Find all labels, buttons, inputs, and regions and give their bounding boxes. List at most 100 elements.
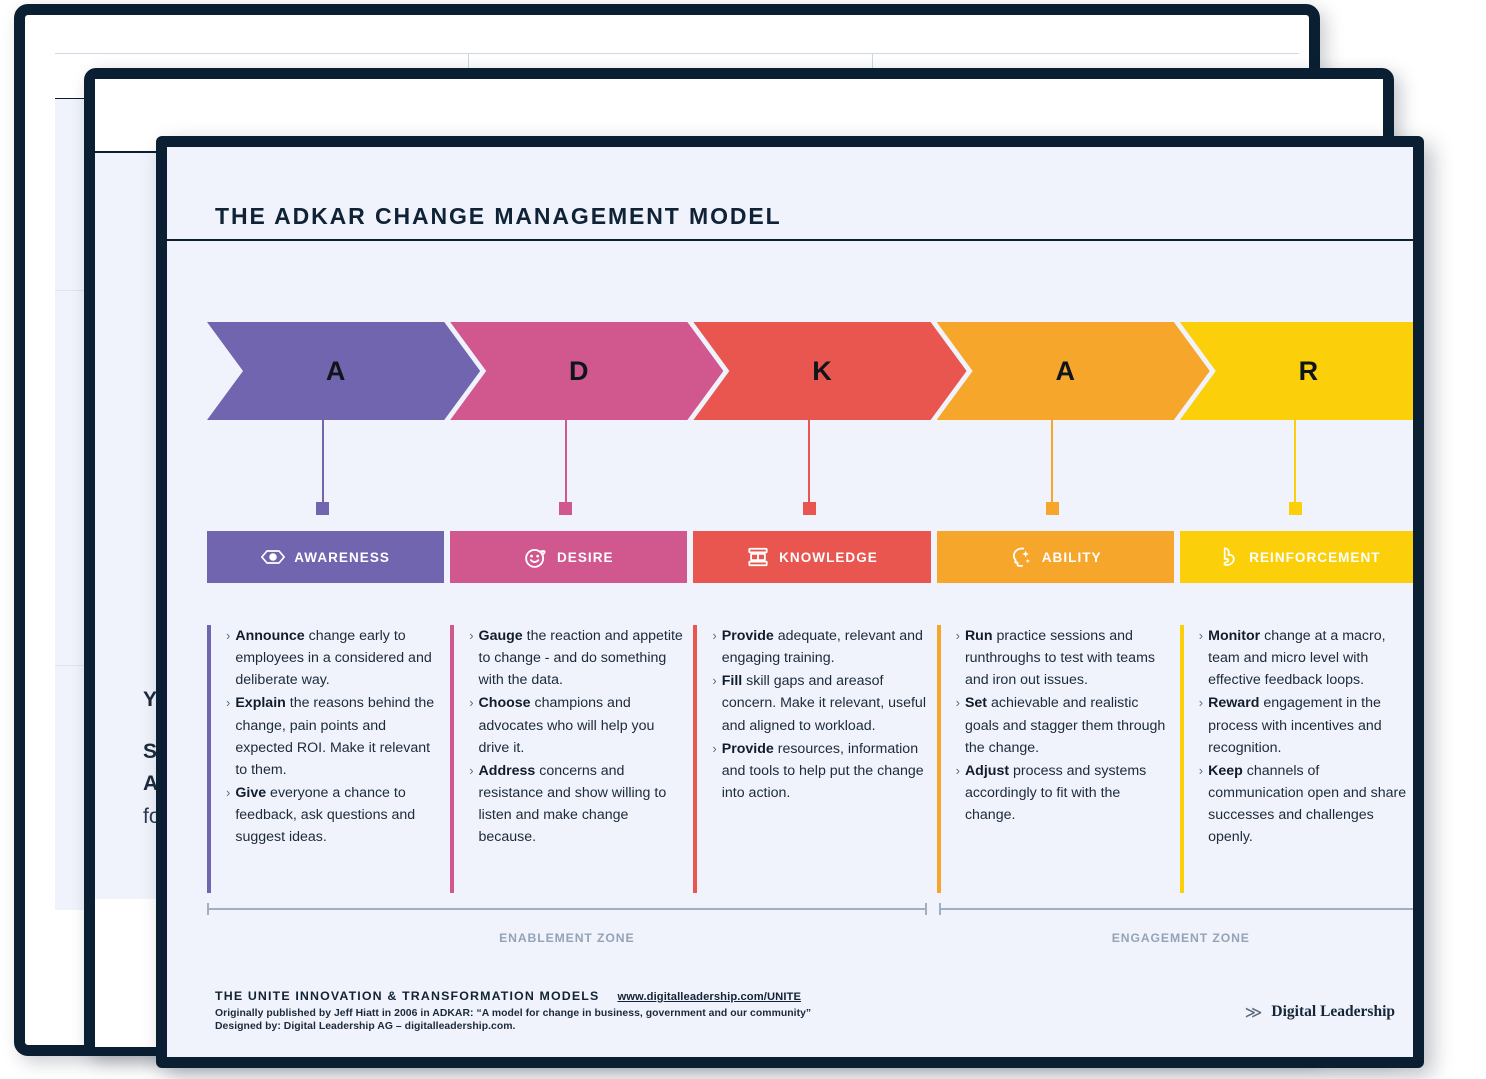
page-title: THE ADKAR CHANGE MANAGEMENT MODEL [215, 203, 782, 229]
zone-enablement: ENABLEMENT ZONE [207, 903, 927, 945]
stage-detail-columns: ›Announce change early to employees in a… [207, 625, 1413, 893]
column-accent-bar [207, 625, 211, 893]
footer-url-link[interactable]: www.digitalleadership.com/UNITE [617, 991, 802, 1003]
bullet-item: › Provide adequate, relevant and engaging… [712, 625, 930, 669]
bullet-item: ›Give everyone a chance to feedback, ask… [226, 782, 444, 848]
detail-column-awareness: ›Announce change early to employees in a… [207, 625, 444, 893]
bullet-item: ›Set achievable and realistic goals and … [956, 692, 1174, 758]
bullet-lead-word: Fill [721, 673, 743, 690]
stage-label-ability[interactable]: ABILITY [936, 531, 1174, 583]
bullet-chevron-icon: › [469, 628, 474, 643]
chevron-letter: R [1298, 355, 1319, 386]
bullet-lead-word: Set [964, 695, 988, 712]
footer-models-line: THE UNITE INNOVATION & TRANSFORMATION MO… [215, 989, 1395, 1003]
connector-line-awareness [321, 420, 324, 508]
bullet-text: Explain the reasons behind the change, p… [235, 695, 435, 778]
bullet-item: ›Reward engagement in the process with i… [1198, 692, 1413, 758]
bullet-lead-word: Give [235, 785, 267, 802]
chevron-knowledge: K [693, 322, 967, 420]
bullet-chevron-icon: › [955, 762, 960, 778]
bullet-lead-word: Address [478, 762, 536, 779]
bullet-text: Reward engagement in the process with in… [1208, 695, 1382, 756]
bullet-item: ›Monitor change at a macro, team and mic… [1199, 625, 1413, 691]
bullet-chevron-icon: › [955, 695, 960, 711]
bullet-chevron-icon: › [226, 785, 231, 801]
bullet-text: Provide adequate, relevant and engaging … [721, 628, 923, 667]
column-accent-bar [936, 625, 941, 893]
bullet-lead-word: Adjust [964, 762, 1010, 779]
bullet-item: ›Address concerns and resistance and sho… [469, 760, 687, 849]
connector-line-desire [564, 420, 567, 508]
stage-label-awareness[interactable]: AWARENESS [207, 531, 445, 583]
bullet-lead-word: Reward [1208, 695, 1260, 712]
bullet-item: ›Announce change early to employees in a… [226, 625, 444, 691]
bullet-chevron-icon: › [1198, 695, 1204, 711]
connector-node-reinforcement [1288, 502, 1302, 515]
bullet-lead-word: Gauge [478, 628, 523, 644]
chevron-ability: A [936, 322, 1210, 420]
zone-engagement: ENGAGEMENT ZONE [938, 903, 1423, 945]
detail-column-desire: ›Gauge the reaction and appetite to chan… [450, 625, 687, 893]
brand-name: Digital Leadership [1271, 1003, 1395, 1020]
bullet-text: Set achievable and realistic goals and s… [964, 695, 1166, 756]
connector-node-awareness [316, 502, 330, 515]
bullet-item: ›Provide resources, information and tool… [712, 738, 930, 804]
detail-column-ability: ›Run practice sessions and runthroughs t… [936, 625, 1174, 893]
zone-bracket-cap-left [938, 903, 941, 915]
smiley-heart-icon [524, 545, 548, 569]
bullet-lead-word: Explain [235, 695, 286, 712]
column-accent-bar [1179, 625, 1184, 893]
chevron-desire: D [450, 322, 724, 420]
bullet-text: Provide resources, information and tools… [721, 740, 924, 802]
detail-column-knowledge: › Provide adequate, relevant and engaging… [693, 625, 930, 893]
stage-label-text: ABILITY [1041, 549, 1102, 565]
stage-label-reinforcement[interactable]: REINFORCEMENT [1179, 531, 1413, 583]
bullet-text: Give everyone a chance to feedback, ask … [235, 785, 416, 846]
chevron-double-right-icon: ≫ [1244, 1002, 1263, 1022]
bullet-lead-word: Monitor [1208, 628, 1261, 644]
connector-line-ability [1051, 420, 1054, 508]
footer-models-label: THE UNITE INNOVATION & TRANSFORMATION MO… [215, 989, 600, 1003]
chevron-letter: A [325, 355, 346, 386]
zone-label: ENGAGEMENT ZONE [1111, 931, 1250, 945]
stage-label-desire[interactable]: DESIRE [450, 531, 688, 583]
brand-logo: ≫ Digital Leadership [1245, 1003, 1395, 1021]
bullet-item: ›Choose champions and advocates who will… [469, 692, 687, 758]
bullet-text: Fill skill gaps and areasof concern. Mak… [721, 673, 926, 734]
footer-designed-line: Designed by: Digital Leadership AG – dig… [215, 1021, 516, 1032]
books-icon [746, 545, 770, 569]
chevron-letter: D [569, 355, 589, 386]
connector-line-reinforcement [1294, 420, 1297, 508]
bullet-text: Run practice sessions and runthroughs to… [964, 628, 1155, 689]
bullet-chevron-icon: › [955, 628, 960, 643]
title-divider [167, 239, 1413, 241]
bullet-item: ›Explain the reasons behind the change, … [226, 692, 444, 781]
zone-bracket-cap-right [924, 903, 927, 915]
bullet-item: › Run practice sessions and runthroughs t… [956, 625, 1174, 691]
bullet-text: Adjust process and systems accordingly t… [964, 762, 1147, 824]
stage-label-text: DESIRE [557, 549, 614, 565]
zone-bracket-line [938, 908, 1413, 910]
column-accent-bar [450, 625, 455, 893]
bullet-chevron-icon: › [469, 695, 474, 711]
stage-label-knowledge[interactable]: KNOWLEDGE [693, 531, 931, 583]
bullet-chevron-icon: › [226, 695, 231, 711]
stage-label-text: AWARENESS [294, 549, 390, 565]
zone-bracket-cap-right [1421, 903, 1423, 915]
footer-origin-line: Originally published by Jeff Hiatt in 20… [215, 1008, 812, 1019]
bullet-text: Announce change early to employees in a … [235, 628, 432, 689]
bullet-chevron-icon: › [712, 628, 717, 643]
eye-icon [261, 545, 286, 569]
stage-label-text: REINFORCEMENT [1249, 549, 1381, 565]
bullet-chevron-icon: › [712, 740, 717, 756]
zone-bracket-cap-left [207, 903, 209, 915]
stage-label-bar-row: AWARENESS DESIRE KNOWLEDGE ABILITY REINFORCE… [207, 531, 1413, 583]
chevron-awareness: A [207, 322, 481, 420]
bullet-text: Gauge the reaction and appetite to chang… [478, 628, 683, 689]
bullet-lead-word: Choose [478, 695, 531, 712]
head-sparkle-icon [1009, 545, 1033, 569]
bullet-text: Choose champions and advocates who will … [478, 695, 655, 756]
bullet-item: › Gauge the reaction and appetite to chan… [469, 625, 687, 691]
